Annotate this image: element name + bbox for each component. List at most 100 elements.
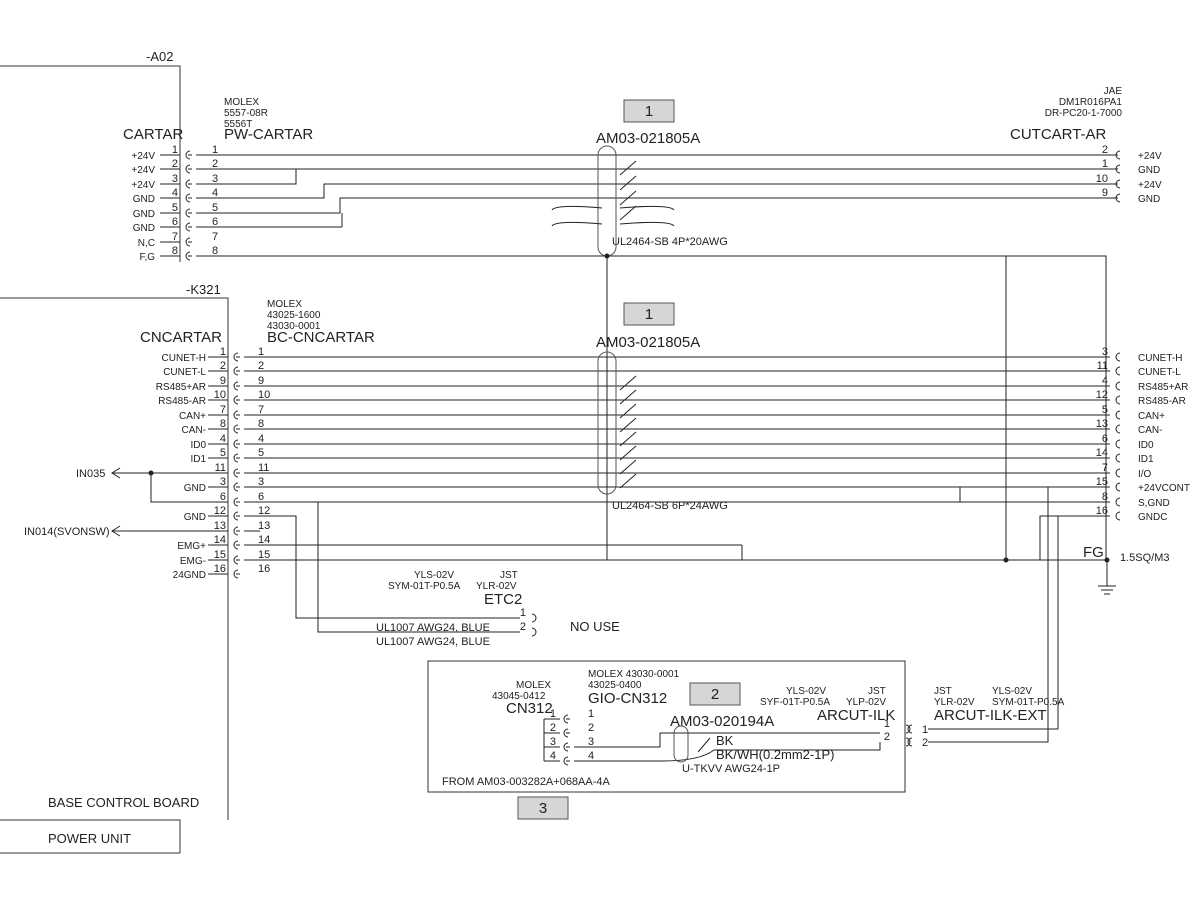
bc-cncartar-pin-16: 16: [258, 563, 270, 575]
pw-shield-left-2: [551, 221, 603, 227]
pw-cartar-pin-5: 5: [212, 202, 218, 214]
pw-tag-label: 1: [645, 103, 653, 120]
cncartar-signal-8: ID1: [190, 454, 206, 465]
cncartar-pin-12: 12: [214, 505, 226, 517]
ext-mfr-left-2: YLR-02V: [934, 697, 975, 708]
cncartar-signal-14: EMG+: [177, 541, 206, 552]
ilk-contact-2: [905, 737, 911, 747]
arcut-tag3-label: 3: [539, 800, 547, 817]
cutcart2-pin-2: 11: [1097, 360, 1108, 372]
in035-arrow: [111, 467, 121, 479]
cncartar-pin-4: 10: [214, 389, 226, 401]
pw-cable-spec: UL2464-SB 4P*20AWG: [612, 236, 728, 248]
bc-cable-spec: UL2464-SB 6P*24AWG: [612, 500, 728, 512]
k321-frame: [0, 297, 229, 820]
ilk-contact-1: [905, 724, 911, 734]
cncartar-contact-6-contact: [233, 424, 239, 434]
cn312-pin-4: 4: [550, 750, 556, 762]
cncartar-contact-14-contact: [233, 540, 239, 550]
cutcart2-signal-6: CAN-: [1138, 425, 1162, 436]
cn312-contact-4-contact: [563, 756, 569, 766]
cncartar-contact-10-contact: [233, 482, 239, 492]
bc-cncartar-pin-2: 2: [258, 360, 264, 372]
cutcart2-pin-1: 3: [1102, 346, 1108, 358]
bc-tag-label: 1: [645, 306, 653, 323]
ilk-ext-pin-1: 1: [922, 724, 928, 736]
pw-fg-return: [1000, 255, 1107, 560]
cartar-signal-1: +24V: [131, 151, 155, 162]
cncartar-signal-6: CAN-: [182, 425, 206, 436]
arcut-ilk-ext-name: ARCUT-ILK-EXT: [934, 707, 1047, 724]
cartar-connector-name: CARTAR: [123, 126, 183, 143]
vcont-to-ilk-ext: [928, 486, 1110, 743]
cncartar-pin-6: 8: [220, 418, 226, 430]
cncartar-pin-9: 11: [215, 462, 226, 474]
gndc-to-ilk-ext: [928, 515, 1110, 730]
bc-cncartar-pin-15: 15: [258, 549, 270, 561]
cartar-pin-1: 1: [172, 144, 178, 156]
cartar-contact-5-contact: [185, 208, 191, 218]
static-frame: -A02 -K321 BASE CONTROL BOARD POWER UNIT…: [0, 49, 1170, 854]
cutcart2-8-receptacle: [1115, 453, 1121, 463]
cncartar-pin-10: 3: [220, 476, 226, 488]
pw-cartar-pin-3: 3: [212, 173, 218, 185]
etc2-mfr-left-2: SYM-01T-P0.5A: [388, 581, 461, 592]
cartar-contact-4-contact: [185, 193, 191, 203]
cutcart2-signal-9: I/O: [1138, 469, 1152, 480]
cutcart2-pin-3: 4: [1102, 375, 1108, 387]
bc-mfr-1: MOLEX: [267, 299, 302, 310]
cncartar-signal-16: 24GND: [173, 570, 206, 581]
cncartar-contact-8-contact: [233, 453, 239, 463]
bc-cncartar-pin-6: 8: [258, 418, 264, 430]
etc2-mfr-right-2: YLR-02V: [476, 581, 517, 592]
cncartar-contact-5-contact: [233, 410, 239, 420]
bc-cncartar-pin-13: 13: [258, 520, 270, 532]
cutcart-signal-3: +24V: [1138, 180, 1162, 191]
cutcart2-signal-2: CUNET-L: [1138, 367, 1181, 378]
cutcart-4-receptacle: [1115, 193, 1121, 203]
cartar-contact-2-contact: [185, 164, 191, 174]
bc-cable-id: AM03-021805A: [596, 334, 700, 351]
bc-wire-emg-minus: [244, 545, 743, 561]
ext-mfr-right-1: YLS-02V: [992, 686, 1032, 697]
cncartar-signal-10: GND: [184, 483, 206, 494]
gio-pin-4: 4: [588, 750, 594, 762]
cutcart2-pin-8: 14: [1096, 447, 1108, 459]
bc-cncartar-pin-1: 1: [258, 346, 264, 358]
cncartar-contact-13-contact: [233, 526, 239, 536]
cutcart2-6-receptacle: [1115, 424, 1121, 434]
cutcart-pin-3: 10: [1096, 173, 1108, 185]
ilk-ext-contact-2: [907, 737, 913, 747]
cartar-signal-2: +24V: [131, 165, 155, 176]
arcut-twist: [697, 737, 711, 753]
cartar-pin-2: 2: [172, 158, 178, 170]
bc-cncartar-pin-14: 14: [258, 534, 270, 546]
cn312-mfr-2: 43045-0412: [492, 691, 546, 702]
bc-cncartar-pin-7: 4: [258, 433, 264, 445]
pw-cartar-mfr-1: MOLEX: [224, 97, 259, 108]
ext-mfr-right-2: SYM-01T-P0.5A: [992, 697, 1065, 708]
bc-wire-etc2-2: [244, 515, 520, 619]
cncartar-signal-2: CUNET-L: [163, 367, 206, 378]
cutcart-signal-1: +24V: [1138, 151, 1162, 162]
bc-twist-b-4: [619, 473, 637, 489]
fg-spec: 1.5SQ/M3: [1120, 552, 1170, 564]
ilk-pin-1: 1: [884, 718, 890, 730]
cncartar-pin-5: 7: [220, 404, 226, 416]
cutcart-ar-name: CUTCART-AR: [1010, 126, 1107, 143]
pw-cartar-pin-2: 2: [212, 158, 218, 170]
cartar-signal-7: N,C: [138, 238, 155, 249]
bc-cncartar-pin-10: 3: [258, 476, 264, 488]
cutcart-pin-2: 1: [1102, 158, 1108, 170]
pw-cartar-pin-4: 4: [212, 187, 218, 199]
cutcart-pin-4: 9: [1102, 187, 1108, 199]
bc-twist-4: [619, 459, 637, 475]
cutcart2-signal-4: RS485-AR: [1138, 396, 1186, 407]
pw-cartar-pin-7: 7: [212, 231, 218, 243]
cutcart-3-receptacle: [1115, 179, 1121, 189]
cncartar-pin-13: 13: [214, 520, 226, 532]
pw-wire-3: [196, 169, 297, 185]
cncartar-contact-12-contact: [233, 511, 239, 521]
cncartar-pin-7: 4: [220, 433, 226, 445]
